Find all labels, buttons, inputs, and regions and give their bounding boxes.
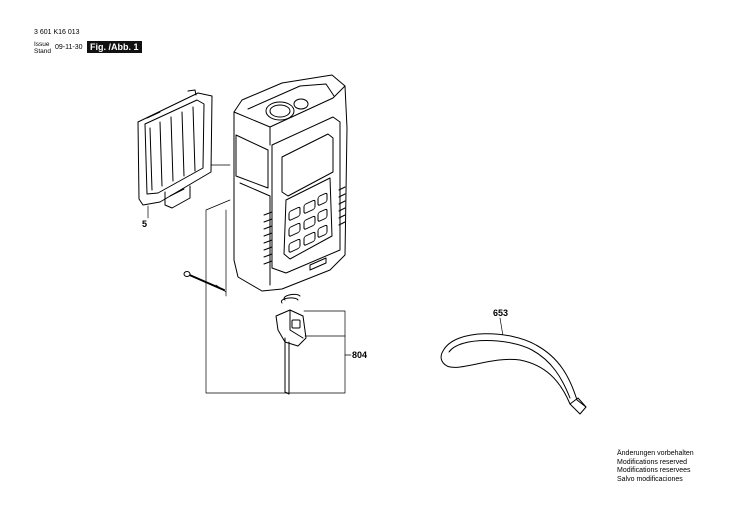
assembly-leader-lines bbox=[147, 199, 504, 394]
callout-part-804: 804 bbox=[352, 350, 368, 360]
wrist-strap-part bbox=[440, 333, 587, 415]
issue-date: 09-11-30 bbox=[55, 44, 83, 51]
figure-label: Fig. /Abb. 1 bbox=[87, 41, 142, 53]
battery-cover-part bbox=[137, 89, 231, 209]
tripod-bracket-part bbox=[275, 293, 307, 395]
callout-part-5: 5 bbox=[142, 219, 148, 229]
modification-notes: Änderungen vorbehalten Modifications res… bbox=[617, 450, 694, 484]
note-line: Änderungen vorbehalten bbox=[617, 450, 694, 457]
note-line: Salvo modificaciones bbox=[617, 475, 683, 483]
pin-screw-part bbox=[183, 271, 225, 291]
laser-rangefinder-housing bbox=[233, 74, 348, 292]
issue-label: Issue bbox=[34, 41, 50, 48]
document-number: 3 601 K16 013 bbox=[34, 29, 80, 36]
stand-label: Stand bbox=[34, 48, 51, 55]
note-line: Modifications reservees bbox=[617, 467, 691, 475]
callout-part-653: 653 bbox=[493, 308, 509, 318]
note-line: Modifications reserved bbox=[617, 458, 688, 466]
